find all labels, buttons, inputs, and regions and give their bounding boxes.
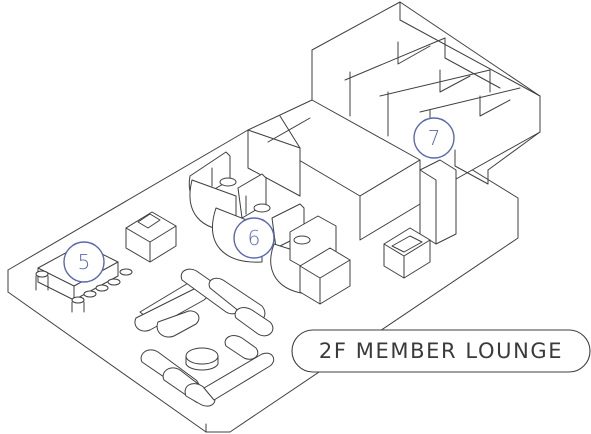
lounge-sofas [134, 268, 275, 407]
area-marker-5[interactable]: 5 [63, 241, 105, 283]
area-marker-6-label: 6 [248, 226, 261, 250]
area-marker-5-label: 5 [78, 250, 91, 274]
wall-block [247, 99, 457, 245]
area-marker-7-label: 7 [428, 126, 441, 150]
area-marker-6[interactable]: 6 [233, 217, 275, 259]
floor-label: 2F MEMBER LOUNGE [319, 339, 563, 363]
area-marker-7[interactable]: 7 [413, 117, 455, 159]
floor-label-pill: 2F MEMBER LOUNGE [291, 329, 591, 373]
low-cabinets [299, 227, 431, 305]
